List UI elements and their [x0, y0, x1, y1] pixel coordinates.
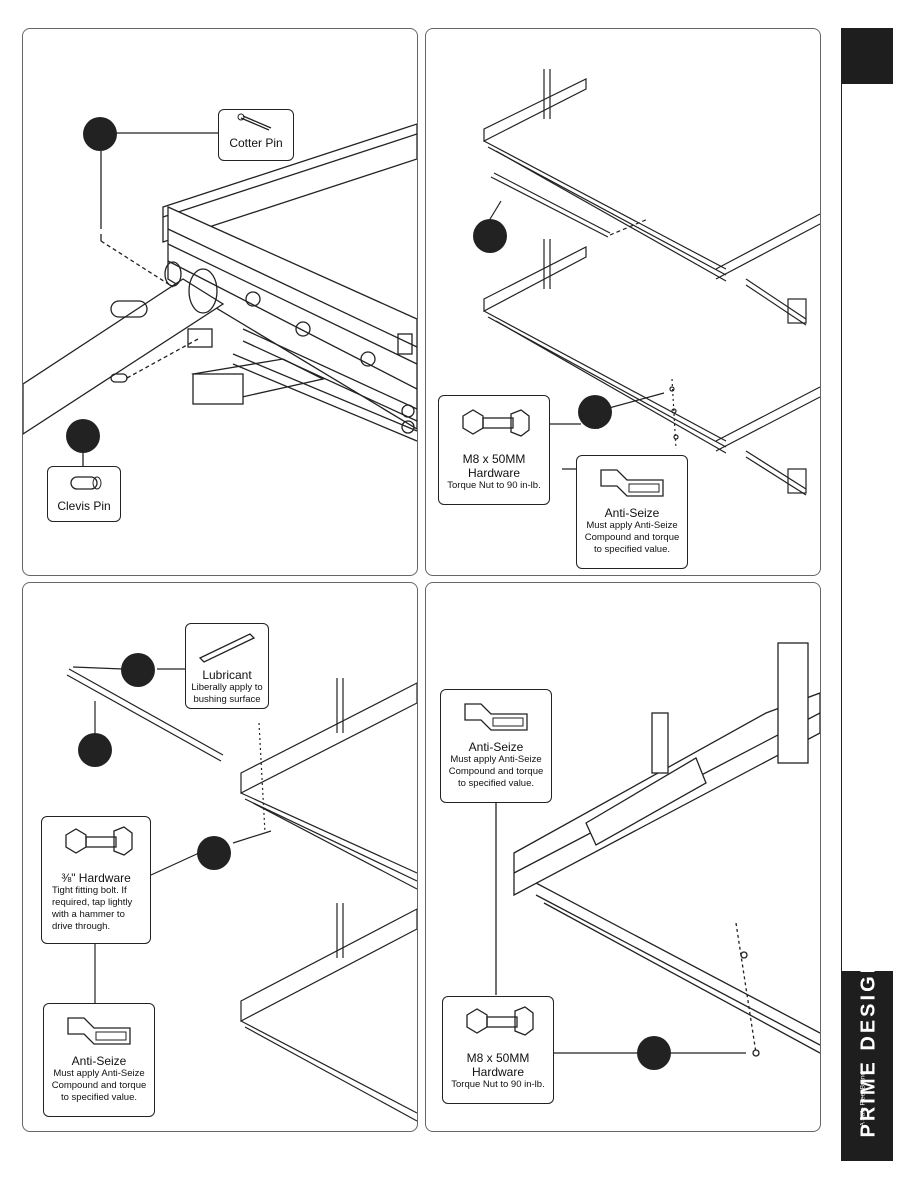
anti-seize-note-line2: Compound and torque — [448, 766, 544, 777]
anti-seize-tube-icon — [600, 469, 664, 497]
anti-seize-title: Anti-Seize — [468, 740, 524, 754]
anti-seize-note-line1: Must apply Anti-Seize — [450, 754, 542, 765]
cotter-pin-icon — [237, 113, 272, 131]
step-marker — [66, 419, 100, 453]
anti-seize-callout: Anti-Seize Must apply Anti-Seize Compoun… — [440, 689, 552, 803]
clevis-pin-icon — [70, 476, 102, 490]
m8-hardware-title-line2: Hardware — [467, 466, 521, 480]
hardware-3-8-note-line2: required, tap lightly — [52, 897, 133, 908]
brand-tagline: A Safe Fleet Brand — [859, 1071, 867, 1127]
m8-hardware-note: Torque Nut to 90 in-lb. — [447, 480, 541, 491]
m8-hardware-note: Torque Nut to 90 in-lb. — [451, 1079, 545, 1090]
lubricant-note-line1: Liberally apply to — [191, 682, 263, 693]
bolt-icon — [462, 409, 530, 437]
anti-seize-title: Anti-Seize — [604, 506, 660, 520]
lubricant-icon — [198, 633, 256, 663]
anti-seize-note-line3: to specified value. — [60, 1092, 138, 1103]
cotter-pin-callout: Cotter Pin — [218, 109, 294, 161]
step-marker — [637, 1036, 671, 1070]
anti-seize-callout: Anti-Seize Must apply Anti-Seize Compoun… — [43, 1003, 155, 1117]
corner-bracket-illustration — [495, 642, 820, 1057]
anti-seize-callout: Anti-Seize Must apply Anti-Seize Compoun… — [576, 455, 688, 569]
side-strip — [841, 84, 893, 971]
panel-top-right: M8 x 50MM Hardware Torque Nut to 90 in-l… — [425, 28, 821, 576]
lubricant-callout: Lubricant Liberally apply to bushing sur… — [185, 623, 269, 709]
hardware-3-8-title: ⅜" Hardware — [61, 871, 131, 885]
step-marker — [473, 219, 507, 253]
hardware-3-8-note-line4: drive through. — [52, 921, 111, 932]
m8-hardware-title-line1: M8 x 50MM — [462, 452, 526, 466]
pin-installation-illustration — [23, 123, 417, 467]
panel-bottom-left: Lubricant Liberally apply to bushing sur… — [22, 582, 418, 1132]
m8-hardware-callout: M8 x 50MM Hardware Torque Nut to 90 in-l… — [438, 395, 550, 505]
clevis-pin-callout: Clevis Pin — [47, 466, 121, 522]
anti-seize-note-line2: Compound and torque — [584, 532, 680, 543]
anti-seize-note-line1: Must apply Anti-Seize — [53, 1068, 145, 1079]
anti-seize-title: Anti-Seize — [71, 1054, 127, 1068]
step-marker — [78, 733, 112, 767]
bolt-icon — [466, 1006, 534, 1036]
bolt-icon — [65, 826, 133, 856]
hardware-3-8-note-line3: with a hammer to — [52, 909, 125, 920]
m8-hardware-title-line2: Hardware — [471, 1065, 525, 1079]
hardware-3-8-note-line1: Tight fitting bolt. If — [52, 885, 127, 896]
page-tab — [841, 28, 893, 84]
m8-hardware-title-line1: M8 x 50MM — [466, 1051, 530, 1065]
lubricant-note-line2: bushing surface — [193, 694, 261, 705]
bushing-assembly-illustration — [66, 666, 417, 1122]
anti-seize-note-line3: to specified value. — [593, 544, 671, 555]
m8-hardware-callout: M8 x 50MM Hardware Torque Nut to 90 in-l… — [442, 996, 554, 1104]
brand-block: PRIME DESIGN A Safe Fleet Brand — [841, 956, 893, 1161]
lubricant-title: Lubricant — [202, 668, 252, 682]
step-marker — [578, 395, 612, 429]
panel-top-left: Cotter Pin Clevis Pin — [22, 28, 418, 576]
anti-seize-note-line3: to specified value. — [457, 778, 535, 789]
anti-seize-note-line1: Must apply Anti-Seize — [586, 520, 678, 531]
side-brand-bar: PRIME DESIGN A Safe Fleet Brand — [841, 28, 893, 1161]
step-marker — [83, 117, 117, 151]
panel-bottom-right: Anti-Seize Must apply Anti-Seize Compoun… — [425, 582, 821, 1132]
anti-seize-note-line2: Compound and torque — [51, 1080, 147, 1091]
clevis-pin-label: Clevis Pin — [57, 499, 111, 513]
hardware-3-8-callout: ⅜" Hardware Tight fitting bolt. If requi… — [41, 816, 151, 944]
cotter-pin-label: Cotter Pin — [229, 136, 283, 150]
step-marker — [197, 836, 231, 870]
anti-seize-tube-icon — [67, 1017, 131, 1045]
step-marker — [121, 653, 155, 687]
anti-seize-tube-icon — [464, 703, 528, 731]
